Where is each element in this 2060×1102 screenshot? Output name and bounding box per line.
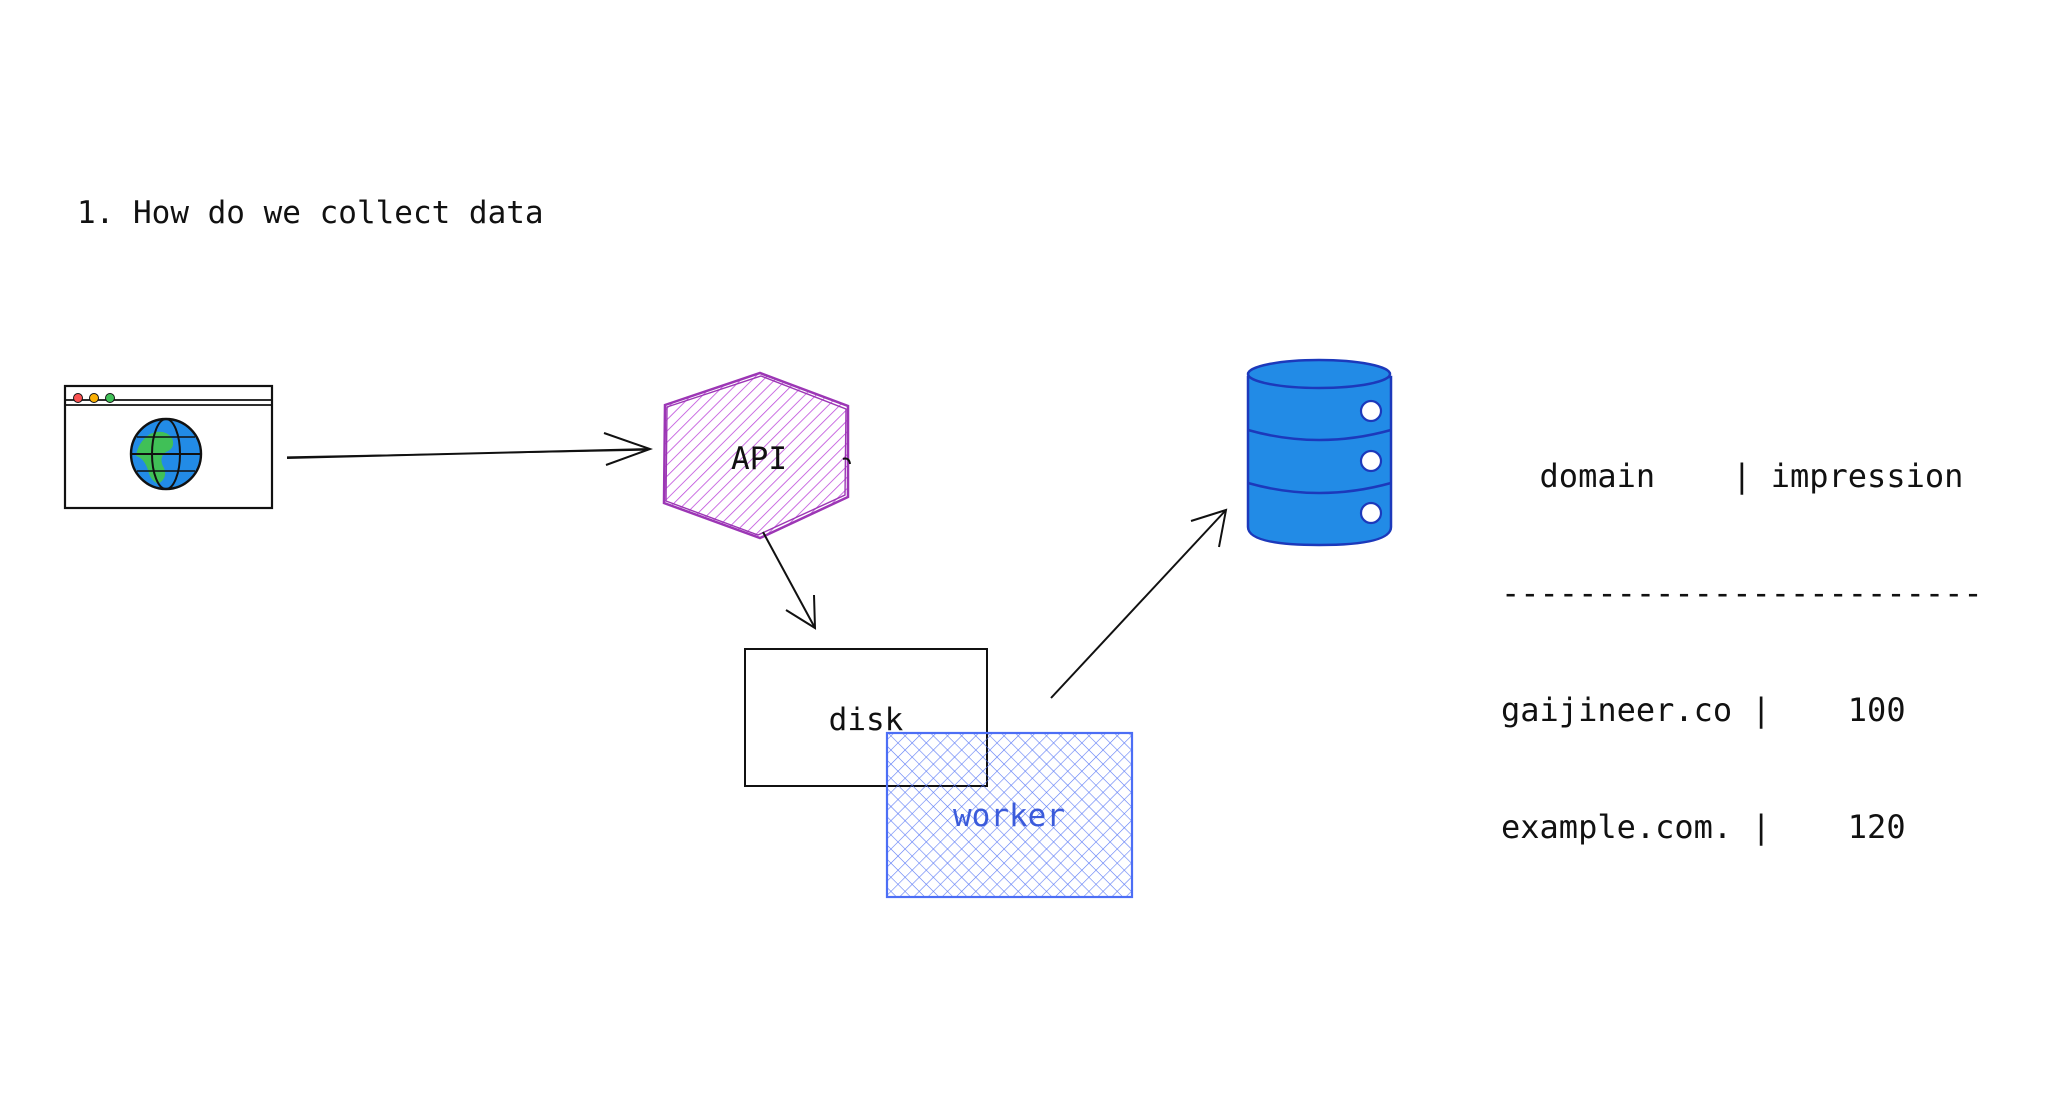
api-label: API xyxy=(731,441,787,477)
disk-node[interactable] xyxy=(744,648,988,787)
worker-node[interactable] xyxy=(885,731,1134,899)
arrow-api-to-disk xyxy=(762,531,817,630)
arrow-worker-to-database xyxy=(1050,508,1228,699)
disk-label: disk xyxy=(829,702,904,738)
table-row: gaijineer.co | 100 xyxy=(1501,691,1906,729)
table-header: domain | impression xyxy=(1501,457,1964,495)
api-node[interactable] xyxy=(662,371,851,540)
database-icon xyxy=(1246,358,1393,547)
arrow-browser-to-api xyxy=(286,432,653,466)
globe-icon xyxy=(129,417,203,491)
domain-impression-table: domain | impression --------------------… xyxy=(1501,379,1983,925)
browser-globe-icon xyxy=(63,384,274,510)
diagram-heading: 1. How do we collect data xyxy=(77,195,544,231)
worker-label: worker xyxy=(953,798,1065,834)
table-row: example.com. | 120 xyxy=(1501,808,1906,846)
table-divider: ------------------------- xyxy=(1501,574,1983,612)
